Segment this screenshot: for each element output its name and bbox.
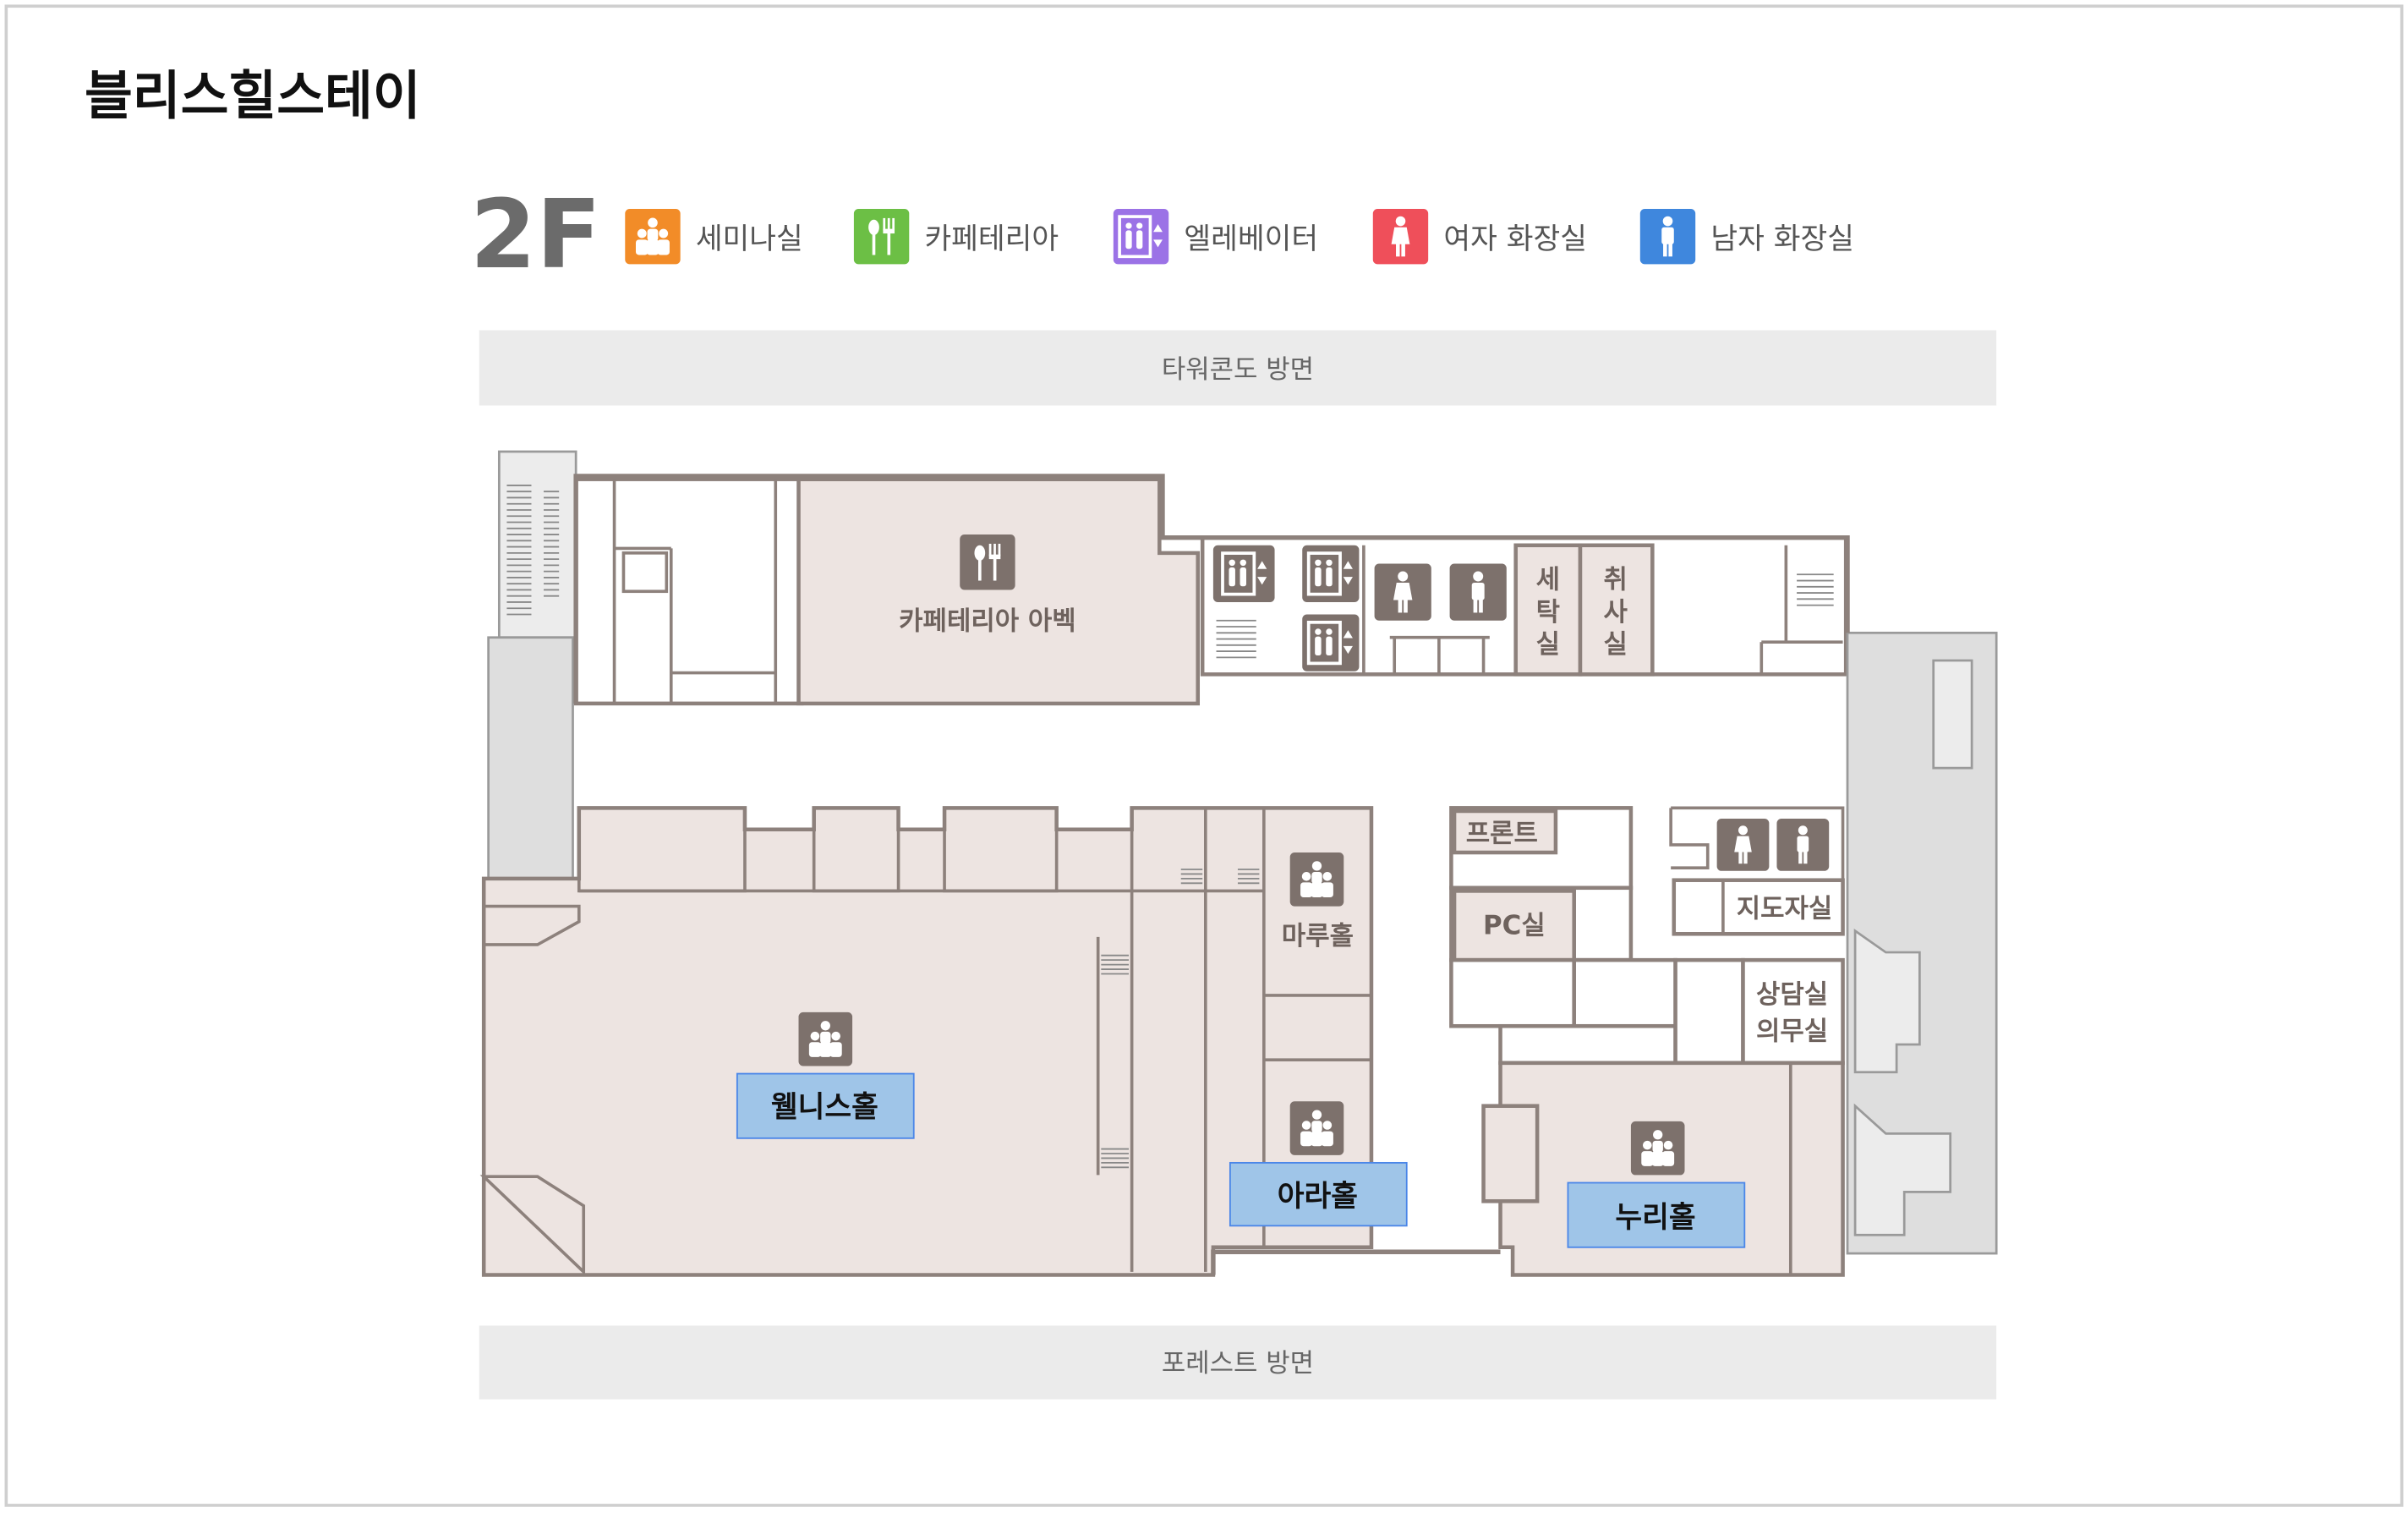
- ara-hall-label-box[interactable]: [1229, 1161, 1408, 1227]
- ara-hall-label: 아라홀: [1278, 1180, 1358, 1214]
- stair-lines: [1216, 573, 1834, 659]
- laundry-label: 탁: [1536, 597, 1560, 628]
- kitchen-room[interactable]: [1578, 543, 1655, 677]
- kitchen-label: 사: [1604, 597, 1628, 628]
- cafeteria-icon-bg: [853, 209, 910, 265]
- legend-seminar-label: 세미나실: [696, 222, 803, 256]
- legend-cafeteria-label: 카페테리아: [924, 222, 1059, 256]
- floor-label: 2F: [470, 178, 601, 290]
- cafeteria-room-label: 카페테리아 아벡: [899, 606, 1075, 637]
- infirmary-label: 의무실: [1756, 1017, 1828, 1047]
- nuri-hall-label-box[interactable]: [1567, 1181, 1746, 1248]
- laundry-label: 세: [1536, 565, 1560, 595]
- pc-room[interactable]: [1452, 889, 1576, 962]
- counseling-room-label: 상담실: [1756, 979, 1828, 1010]
- wellness-hall-label-box[interactable]: [736, 1072, 915, 1139]
- direction-top-label: 타워콘도 방면: [1162, 354, 1314, 385]
- laundry-label: 실: [1536, 629, 1560, 660]
- pc-room-label: PC실: [1483, 910, 1546, 940]
- instructor-room-label: 지도자실: [1737, 893, 1833, 924]
- left-stairwell: [497, 450, 577, 639]
- kitchen-label: 실: [1604, 629, 1628, 660]
- front-desk[interactable]: [1452, 809, 1558, 855]
- page-title: 블리스힐스테이: [85, 65, 421, 126]
- legend-womens-restroom-label: 여자 화장실: [1443, 222, 1587, 256]
- cafeteria-room[interactable]: [796, 477, 1201, 706]
- instructor-room[interactable]: [1672, 878, 1845, 936]
- stair-lines: [1101, 869, 1260, 1169]
- direction-bottom-label: 포레스트 방면: [1162, 1348, 1314, 1379]
- counseling-infirmary-room[interactable]: [1741, 957, 1845, 1066]
- floor-plan: 카페테리아 아벡 세 탁 실 취 사 실: [479, 450, 1998, 1277]
- maru-hall-label: 마루홀: [1282, 921, 1354, 951]
- legend: 2F 세미나실 카페테리아 엘레베이터 여자 화장실 남자 화장실: [470, 178, 1854, 290]
- left-terrace: [487, 636, 574, 880]
- wellness-hall-label: 웰니스홀: [771, 1090, 878, 1124]
- front-desk-label: 프론트: [1466, 818, 1538, 848]
- nuri-hall-label: 누리홀: [1615, 1201, 1695, 1235]
- kitchen-label: 취: [1604, 565, 1628, 595]
- legend-mens-restroom-label: 남자 화장실: [1710, 222, 1854, 256]
- direction-bar-top: [479, 330, 1997, 406]
- top-left-block: [573, 477, 804, 706]
- legend-elevator-label: 엘레베이터: [1184, 222, 1318, 256]
- stair-lines: [506, 485, 560, 616]
- direction-bar-bottom: [479, 1325, 1997, 1400]
